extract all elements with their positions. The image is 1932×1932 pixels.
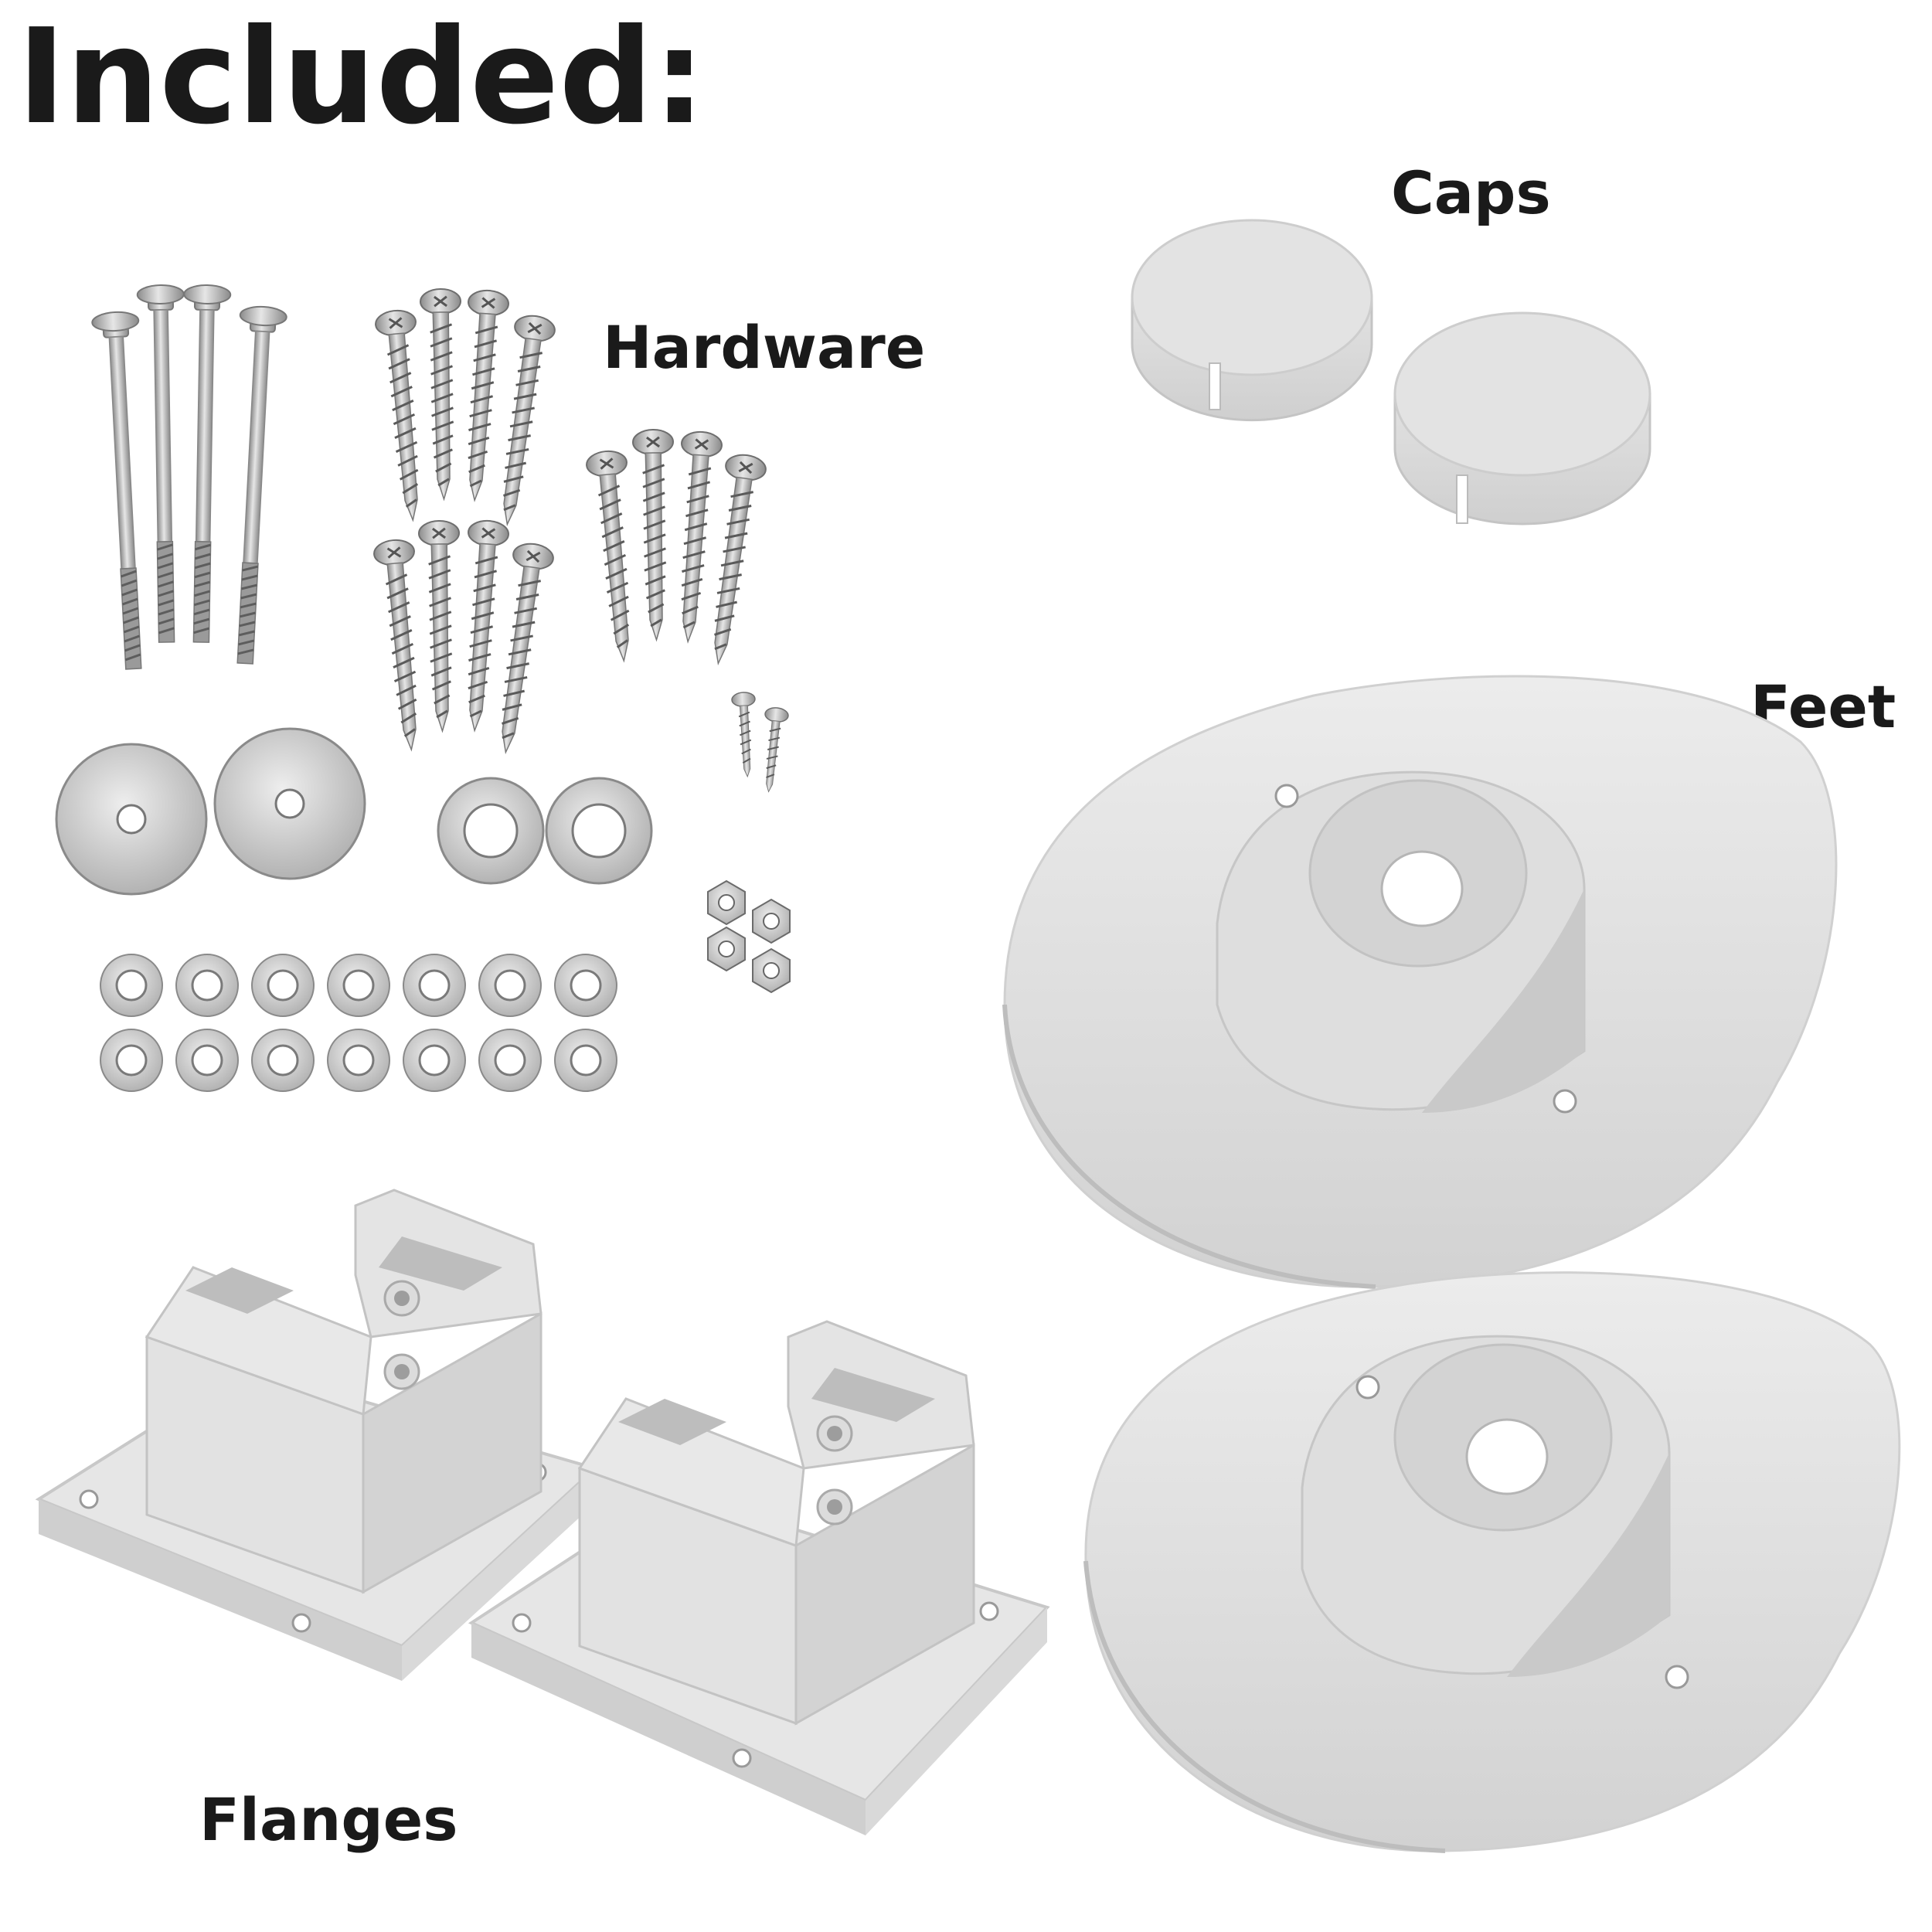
hardware-label: Hardware xyxy=(603,313,926,382)
flange-icon xyxy=(468,1320,1050,1835)
hex-nut-icon xyxy=(707,880,791,993)
caps-label: Caps xyxy=(1391,158,1551,227)
flange-icon xyxy=(35,1189,598,1681)
bolt-icon xyxy=(90,283,288,672)
foot-icon xyxy=(1083,1271,1901,1853)
fender-washer-icon xyxy=(55,727,366,896)
flanges-label: Flanges xyxy=(199,1785,458,1854)
screw-icon xyxy=(584,428,769,668)
screw-icon xyxy=(730,691,790,794)
flat-washer-icon xyxy=(437,777,653,885)
cap-icon xyxy=(1131,219,1373,422)
small-washer-icon xyxy=(99,953,618,1093)
cap-icon xyxy=(1393,311,1651,526)
screw-icon xyxy=(372,518,556,757)
screw-icon xyxy=(373,287,558,529)
page-title: Included: xyxy=(17,1,706,154)
foot-icon xyxy=(1002,675,1838,1289)
